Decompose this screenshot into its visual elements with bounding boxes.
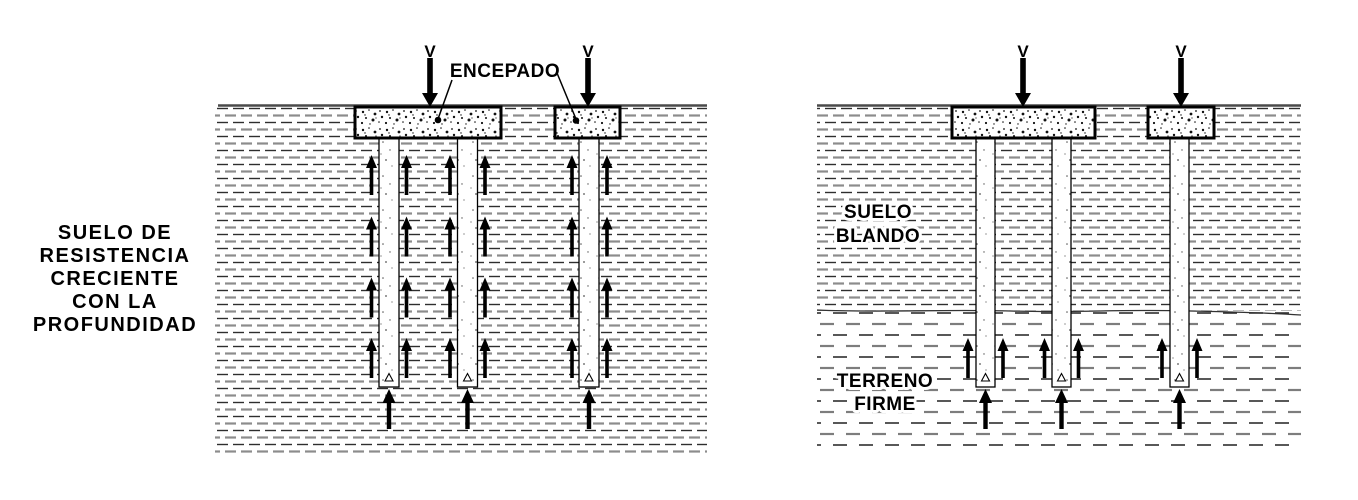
firm-soil-label-line: FIRME [854,394,916,415]
pile-cap [353,105,503,140]
load-label: V [1017,42,1029,61]
soil-label-line: RESISTENCIA [40,245,191,267]
pile [975,137,996,388]
soil-layer-boundary-line [816,309,1302,316]
load-label: V [424,42,436,61]
pile [378,137,400,388]
soil-label-line: SUELO DE [58,222,172,244]
load-arrow [422,58,438,107]
firm-soil-label-line: TERRENO [837,371,933,392]
pile [1169,137,1190,388]
soil-description-label: SUELO DE RESISTENCIA CRECIENTE CON LA PR… [33,222,197,336]
load-arrow [1173,58,1189,107]
load-label: V [582,42,594,61]
pile [578,137,600,388]
soil-label-line: CRECIENTE [50,268,179,290]
soil-label-line: CON LA [72,291,158,313]
soft-soil-label: SUELO BLANDO [833,199,923,250]
load-label: V [1175,42,1187,61]
pile-cap [950,105,1097,140]
pile-cap [553,105,622,140]
leader-dot [434,116,442,124]
leader-line [556,72,577,120]
leader-dot [572,117,580,124]
soil-label-line: PROFUNDIDAD [33,314,197,336]
pile [456,137,479,388]
end-bearing-pile-diagram: V V SUELO BLANDO TERRENO FIRME [816,42,1302,449]
leader-line [437,79,453,120]
load-arrow [1015,58,1031,107]
pile [1051,137,1072,388]
firm-soil-label: TERRENO FIRME [834,368,936,418]
friction-pile-diagram: V V ENCEPADO SUELO DE RESISTENCIA CRECIE… [33,42,707,457]
pile-cap-label: ENCEPADO [450,61,560,82]
soft-soil-label-line: SUELO [844,202,912,223]
load-arrow [580,58,596,107]
pile-cap [1146,105,1216,140]
soft-soil-label-line: BLANDO [836,226,920,247]
